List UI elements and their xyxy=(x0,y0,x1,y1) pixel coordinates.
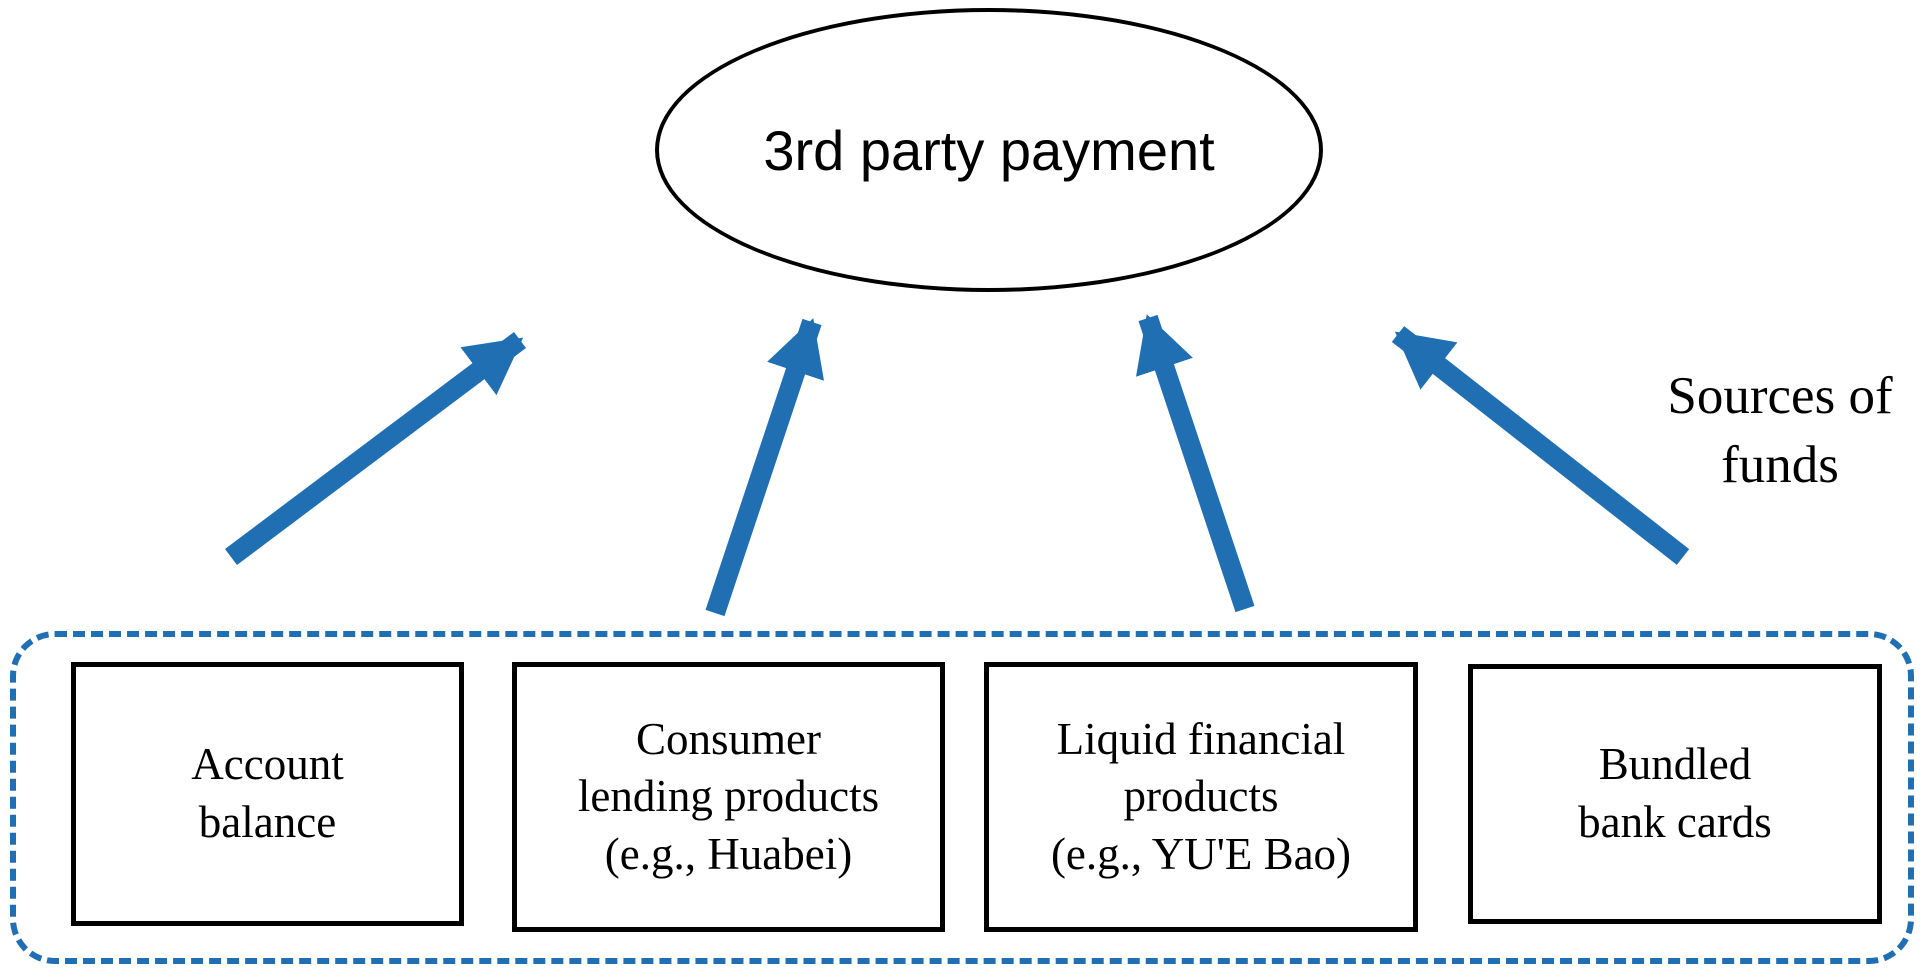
source-box-consumer-lending: Consumer lending products (e.g., Huabei) xyxy=(512,662,945,932)
third-party-payment-label: 3rd party payment xyxy=(763,118,1215,182)
sources-of-funds-label: Sources of funds xyxy=(1667,367,1893,494)
arrow-consumer-lending-to-payment xyxy=(705,318,825,617)
third-party-payment-node: 3rd party payment xyxy=(655,8,1323,292)
arrow-liquid-financial-to-payment xyxy=(1135,314,1255,613)
source-box-account-balance: Account balance xyxy=(71,662,464,926)
source-box-consumer-lending-label: Consumer lending products (e.g., Huabei) xyxy=(577,713,880,879)
sources-group xyxy=(10,631,1914,964)
source-box-liquid-financial-label: Liquid financial products (e.g., YU'E Ba… xyxy=(1050,713,1352,879)
source-box-bundled-bank-cards-label: Bundled bank cards xyxy=(1578,739,1772,847)
source-box-liquid-financial: Liquid financial products (e.g., YU'E Ba… xyxy=(984,662,1418,932)
arrow-account-balance-to-payment xyxy=(224,332,527,565)
source-box-account-balance-label: Account balance xyxy=(191,739,344,847)
source-box-bundled-bank-cards: Bundled bank cards xyxy=(1468,664,1882,924)
